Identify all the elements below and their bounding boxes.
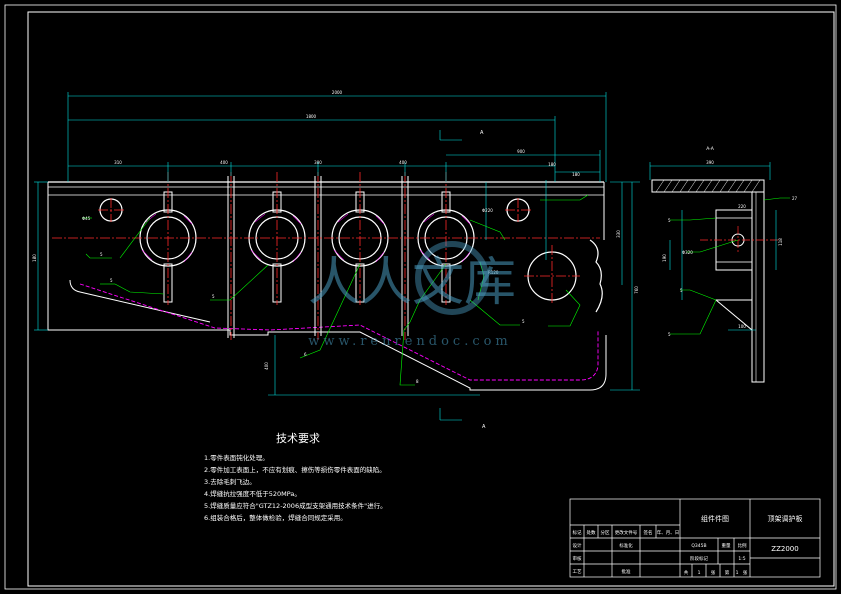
tb-count: 处数 <box>587 529 596 536</box>
tb-stage-mark: 阶段标记 <box>690 555 708 562</box>
title-block-text: 组件件图 顶架调护板 ZZ2000 Q345B 标记 处数 分区 更改文件号 签… <box>573 514 803 576</box>
weld-6: 5 <box>110 278 113 283</box>
dim-pitch-2: 400 <box>220 160 228 165</box>
dim-height-right: 760 <box>634 286 639 294</box>
technical-requirements: 技术要求 1.零件表面钝化处理。 2.零件加工表面上，不应有划痕、擦伤等损伤零件… <box>204 432 387 522</box>
side-dim-h1: 118 <box>778 238 783 246</box>
title-block <box>569 498 821 578</box>
note-2: 2.零件加工表面上，不应有划痕、擦伤等损伤零件表面的缺陷。 <box>204 465 386 474</box>
tb-date: 年、月、日 <box>657 529 680 536</box>
section-mark-bottom: A <box>482 424 486 430</box>
weld-2: 5 <box>212 294 215 299</box>
dim-hole-left: Φ45 <box>82 216 91 221</box>
tb-change-doc: 更改文件号 <box>615 529 638 536</box>
inner-frame <box>27 11 835 587</box>
dim-right-3: 180 <box>572 172 580 177</box>
tb-drawing-no: ZZ2000 <box>771 545 798 553</box>
tb-review: 审核 <box>573 555 582 562</box>
notes-title: 技术要求 <box>276 432 320 445</box>
side-dim-hole: Φ320 <box>682 250 693 255</box>
side-dim-width: 390 <box>706 160 714 165</box>
dim-hole-mid: Φ220 <box>482 208 493 213</box>
dim-pitch-4: 400 <box>399 160 407 165</box>
side-view: 390 A-A Φ320 <box>649 146 798 383</box>
dim-overall: 2000 <box>332 90 343 95</box>
weld-5: 5 <box>522 319 525 324</box>
tb-sheet-no-n: 1 <box>736 570 739 576</box>
dim-pitch-1: 310 <box>114 160 122 165</box>
side-dim-bottom: 100 <box>738 324 746 329</box>
tb-scale-value: 1:5 <box>738 556 745 562</box>
tb-standard-part: 组件件图 <box>701 514 729 523</box>
dim-bottom-rise: 400 <box>264 362 269 370</box>
tb-part-name: 顶架调护板 <box>768 514 803 523</box>
side-dim-top: 220 <box>738 204 746 209</box>
side-dim-h2: 190 <box>662 254 667 262</box>
weld-1: 5 <box>100 252 103 257</box>
side-weld-2: 5 <box>680 288 683 293</box>
outer-frame <box>4 4 837 590</box>
side-weld-1: 5 <box>668 218 671 223</box>
dim-hole-big: R120 <box>488 270 499 275</box>
tb-zone: 分区 <box>601 529 610 536</box>
tb-sheet-total: 共 <box>684 569 689 576</box>
watermark-url: www.renrendoc.com <box>308 334 512 349</box>
dim-height-right-2: 330 <box>616 230 621 238</box>
note-5: 5.焊缝质量应符合"GTZ12-2006成型支架通用技术条件"进行。 <box>204 501 387 510</box>
weld-3: 6 <box>304 352 307 357</box>
dim-pitch-3: 300 <box>314 160 322 165</box>
tb-sheet-label-2: 张 <box>743 569 748 576</box>
tb-material: Q345B <box>691 543 706 549</box>
note-1: 1.零件表面钝化处理。 <box>204 453 269 462</box>
section-label: A-A <box>706 146 715 152</box>
section-mark-top: A <box>480 130 484 136</box>
weld-4: 8 <box>416 379 419 384</box>
main-view: 2000 1800 310 400 300 400 900 180 180 18… <box>32 90 640 430</box>
tb-weight: 重量 <box>722 542 731 549</box>
dim-span: 1800 <box>306 114 317 119</box>
tb-standardize: 标准化 <box>619 542 633 549</box>
watermark: 人人文库 www.renrendoc.com <box>308 241 516 349</box>
tb-designer: 设计 <box>573 542 582 549</box>
tb-mark: 标记 <box>573 529 582 536</box>
note-4: 4.焊缝抗拉强度不低于520MPa。 <box>204 489 301 498</box>
side-weld-4: 27 <box>792 196 798 201</box>
side-weld-3: 5 <box>668 332 671 337</box>
tb-signature: 签名 <box>644 529 653 536</box>
tb-approve: 批准 <box>622 568 631 575</box>
tb-sheet-total-n: 1 <box>698 570 701 576</box>
note-3: 3.去除毛刺飞边。 <box>204 477 256 486</box>
tb-sheet-label: 张 <box>711 569 716 576</box>
dim-right-2: 180 <box>548 162 556 167</box>
watermark-cn: 人人文库 <box>308 253 516 313</box>
note-6: 6.组装合格后，整体做检验，焊缝合同规定采用。 <box>204 513 347 522</box>
dim-height-left: 180 <box>32 254 37 262</box>
tb-sheet-no: 第 <box>725 569 730 576</box>
tb-scale: 比例 <box>738 542 747 549</box>
tb-process: 工艺 <box>573 569 582 575</box>
dim-right-1: 900 <box>517 149 525 154</box>
